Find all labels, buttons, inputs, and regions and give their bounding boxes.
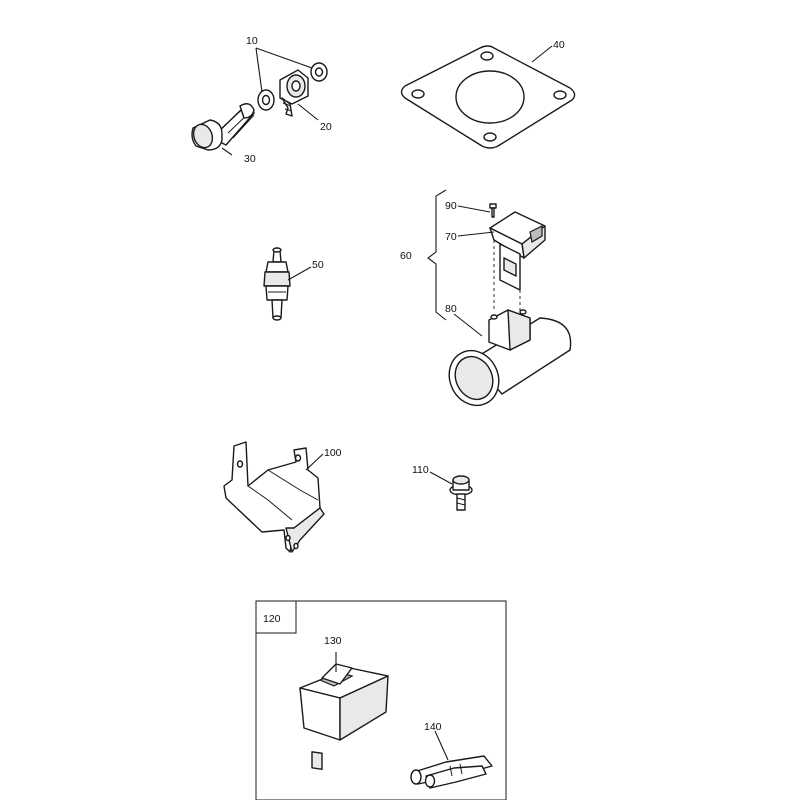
callout-120: 120 (263, 613, 281, 625)
sensor-part-70 (489, 211, 546, 312)
banjo-bolt-part-30 (191, 103, 255, 151)
callout-70: 70 (445, 231, 457, 243)
rocker-switch-part-130 (299, 663, 389, 770)
callout-20: 20 (320, 121, 332, 133)
callout-40: 40 (553, 39, 565, 51)
hose-union-part-20 (279, 69, 309, 117)
callout-labels: 10 20 30 40 50 60 70 80 90 100 110 120 1… (244, 35, 565, 733)
mounting-bracket-part-100 (223, 441, 325, 553)
callout-60: 60 (400, 250, 412, 262)
sealing-washers-part-10 (257, 62, 328, 111)
group-bracket-part-60 (427, 189, 447, 321)
terminal-connectors-part-140 (410, 755, 493, 789)
callout-30: 30 (244, 153, 256, 165)
callout-90: 90 (445, 200, 457, 212)
callout-140: 140 (424, 721, 442, 733)
flange-bolt-part-110 (449, 475, 473, 511)
leader-lines (221, 45, 553, 761)
callout-100: 100 (324, 447, 342, 459)
kit-box-part-120 (255, 600, 507, 800)
tube-housing-part-80 (448, 309, 572, 407)
inline-valve-part-50 (263, 247, 291, 321)
callout-130: 130 (324, 635, 342, 647)
callout-10: 10 (246, 35, 258, 47)
callout-50: 50 (312, 259, 324, 271)
gasket-part-40 (400, 45, 576, 149)
callout-110: 110 (412, 464, 429, 476)
callout-80: 80 (445, 303, 457, 315)
screw-part-90 (489, 203, 497, 218)
